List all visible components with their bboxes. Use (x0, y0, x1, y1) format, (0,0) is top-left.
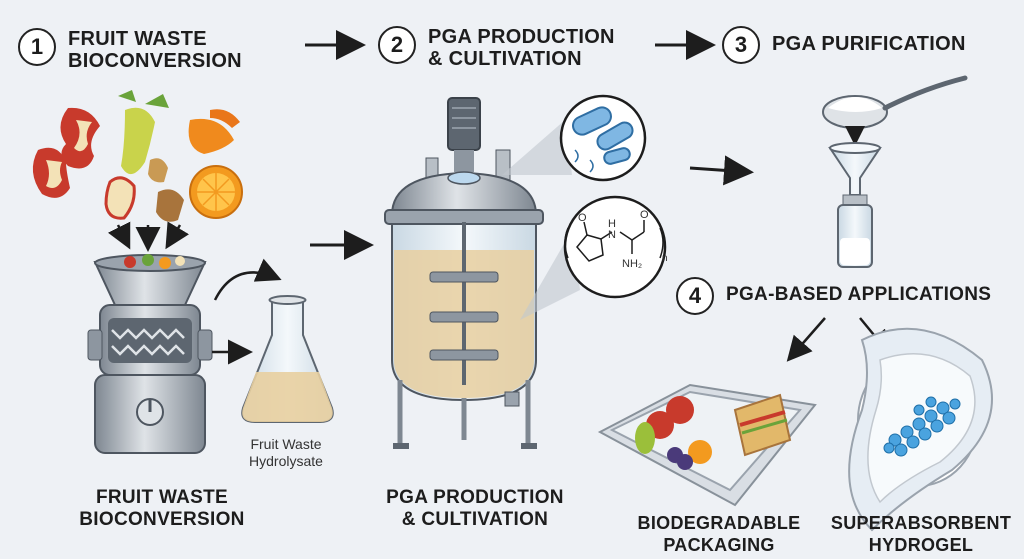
bottom-mid-caption-line2: & CULTIVATION (401, 509, 549, 530)
arrow-to-purification (689, 155, 754, 186)
bottom-mid-caption: PGA PRODUCTION & CULTIVATION (370, 487, 580, 531)
step-3-title-line1: PGA PURIFICATION (772, 33, 966, 55)
bottom-mid-caption-line1: PGA PRODUCTION (386, 487, 564, 508)
bacteria-magnified-icon (559, 94, 647, 182)
step-4-title-line1: PGA-BASED APPLICATIONS (726, 284, 992, 305)
step-number-4: 4 (676, 277, 714, 315)
step-3-header: 3 PGA PURIFICATION (722, 26, 966, 64)
hydrogel-caption-line2: HYDROGEL (868, 535, 974, 555)
molecule-o2-label: O (640, 209, 649, 221)
arrow-to-packaging (786, 317, 826, 362)
hydrogel-pad-icon (848, 327, 993, 532)
step-number-1: 1 (18, 28, 56, 66)
packaging-caption: BIODEGRADABLE PACKAGING (626, 512, 812, 556)
grinder-machine-icon (87, 254, 213, 454)
hydrolysate-label: Fruit Waste Hydrolysate (226, 436, 346, 470)
bioreactor-icon (384, 97, 544, 449)
step-1-title-line2: BIOCONVERSION (68, 50, 242, 72)
step-1-title-line1: FRUIT WASTE (68, 28, 207, 50)
step-4-header: 4 PGA-BASED APPLICATIONS (676, 277, 991, 315)
molecule-o1-label: O (578, 212, 587, 224)
packaging-tray-icon (597, 383, 817, 507)
hydrolysate-label-line1: Fruit Waste (250, 436, 322, 452)
bottom-left-caption-line1: FRUIT WASTE (95, 487, 229, 508)
purification-icon (822, 75, 968, 268)
molecule-n-label: N (608, 229, 616, 241)
molecule-nh2-label: NH₂ (622, 258, 643, 270)
bottom-left-caption-line2: BIOCONVERSION (79, 509, 245, 530)
step-2-title-line2: & CULTIVATION (428, 48, 582, 70)
step-number-2: 2 (378, 26, 416, 64)
step-2-header: 2 PGA PRODUCTION & CULTIVATION (378, 26, 615, 70)
flask-icon (241, 295, 334, 423)
step-2-title-line1: PGA PRODUCTION (428, 26, 615, 48)
feed-arrows (107, 221, 190, 252)
molecule-magnified-icon (563, 195, 667, 299)
packaging-caption-line1: BIODEGRADABLE (637, 513, 801, 533)
bottom-left-caption: FRUIT WASTE BIOCONVERSION (62, 487, 262, 531)
hydrolysate-label-line2: Hydrolysate (249, 453, 323, 469)
step-1-header: 1 FRUIT WASTE BIOCONVERSION (18, 28, 242, 72)
hydrogel-caption-line1: SUPERABSORBENT (830, 513, 1012, 533)
fruit-waste-icon (32, 90, 243, 222)
molecule-nh-label: H (608, 218, 616, 230)
step-number-3: 3 (722, 26, 760, 64)
molecule-subscript-n: n (662, 253, 668, 264)
callout-cone-bacteria (502, 120, 572, 175)
packaging-caption-line2: PACKAGING (663, 535, 775, 555)
curved-arrow (213, 258, 282, 301)
hydrogel-caption: SUPERABSORBENT HYDROGEL (826, 512, 1016, 556)
